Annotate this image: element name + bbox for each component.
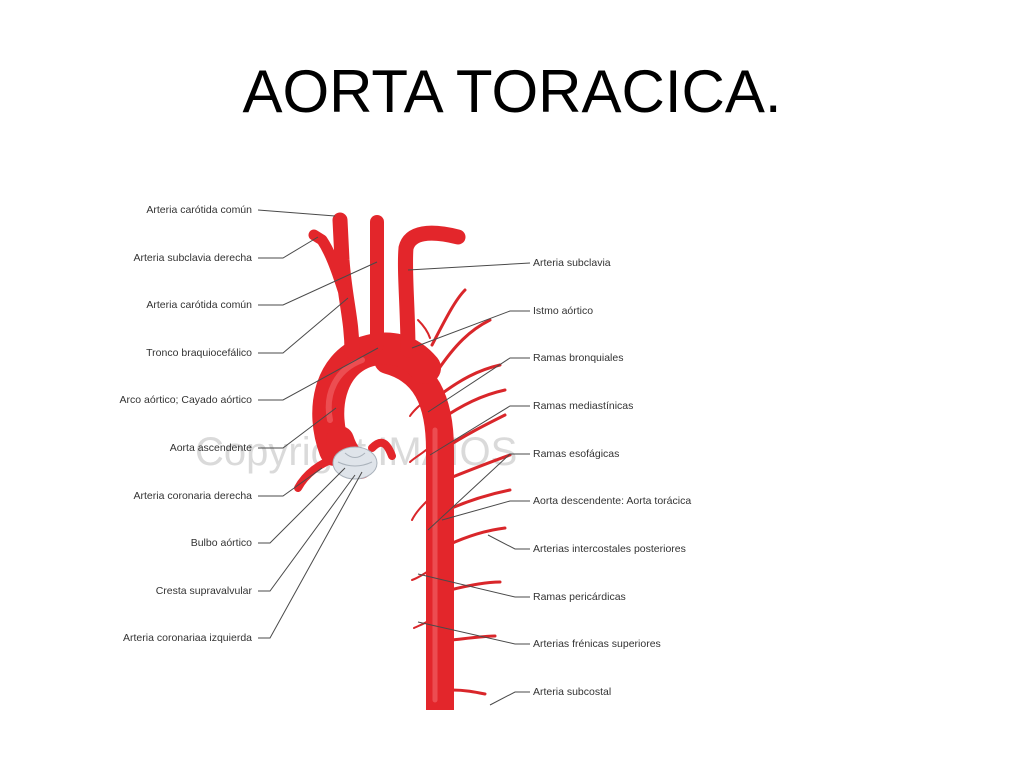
label-arco-aortico: Arco aórtico; Cayado aórtico (120, 394, 253, 406)
label-coronaria-izquierda: Arteria coronariaa izquierda (123, 632, 252, 644)
label-ramas-esofagicas: Ramas esofágicas (533, 448, 619, 460)
label-aorta-ascendente: Aorta ascendente (170, 442, 252, 454)
label-tronco-braquiocefalico: Tronco braquiocefálico (146, 347, 252, 359)
label-bulbo-aortico: Bulbo aórtico (191, 537, 252, 549)
label-arteria-subcostal: Arteria subcostal (533, 686, 611, 698)
label-ramas-bronquiales: Ramas bronquiales (533, 352, 623, 364)
right-leader-lines (407, 262, 531, 706)
label-frenicas-superiores: Arterias frénicas superiores (533, 638, 661, 650)
aorta-vessels (294, 212, 466, 710)
left-leader-lines (257, 209, 379, 639)
slide-title: AORTA TORACICA. (242, 58, 782, 125)
label-coronaria-derecha: Arteria coronaria derecha (134, 490, 253, 502)
label-ramas-mediastinicas: Ramas mediastínicas (533, 400, 633, 412)
right-labels: Arteria subclavia Istmo aórtico Ramas br… (533, 257, 691, 698)
label-cresta-supravalvular: Cresta supravalvular (156, 585, 253, 597)
label-carotida-comun: Arteria carótida común (146, 299, 252, 311)
label-istmo-aortico: Istmo aórtico (533, 305, 593, 317)
aortic-bulb (332, 446, 378, 480)
label-arteria-subclavia: Arteria subclavia (533, 257, 611, 269)
left-labels: Arteria carótida común Arteria subclavia… (120, 204, 253, 644)
label-aorta-descendente: Aorta descendente: Aorta torácica (533, 495, 691, 507)
label-left-carotida-comun-top: Arteria carótida común (146, 204, 252, 216)
label-intercostales-posteriores: Arterias intercostales posteriores (533, 543, 686, 555)
label-ramas-pericardicas: Ramas pericárdicas (533, 591, 626, 603)
label-subclavia-derecha: Arteria subclavia derecha (134, 252, 253, 264)
